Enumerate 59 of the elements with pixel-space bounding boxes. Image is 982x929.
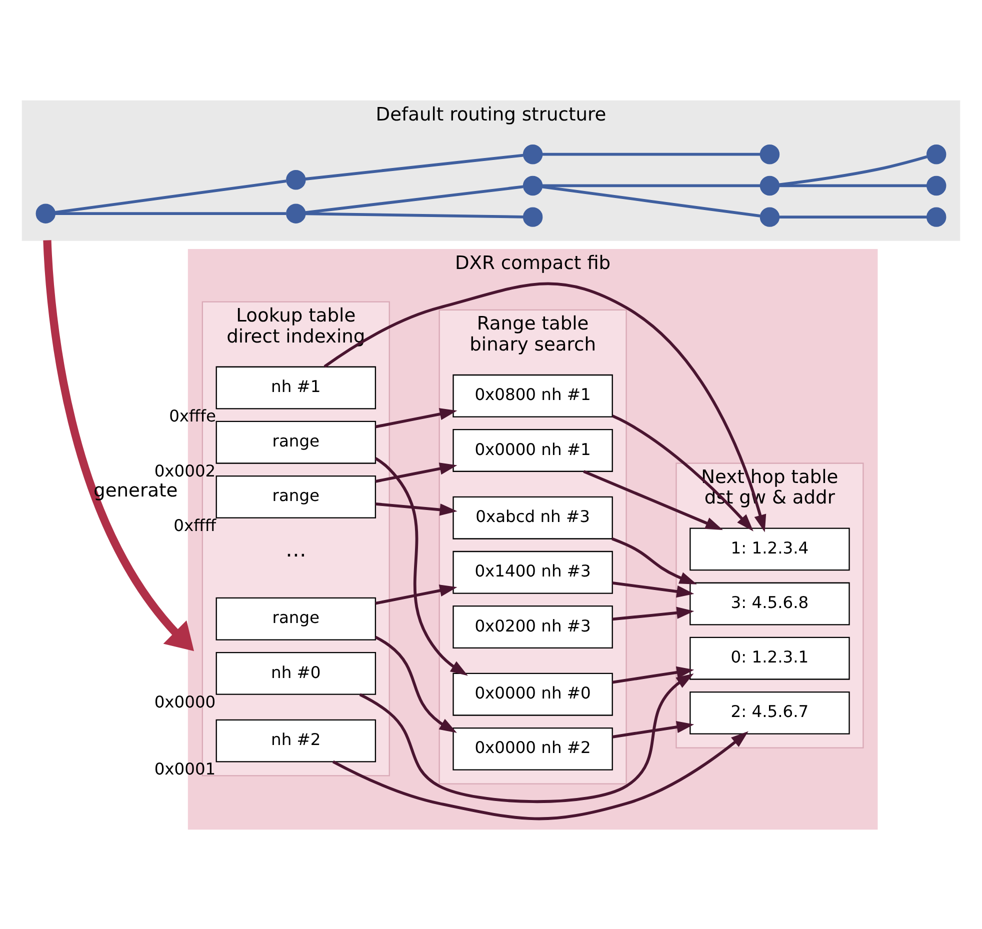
node-circle: [36, 203, 56, 223]
arrow: [43, 240, 194, 651]
arrow: [612, 580, 694, 598]
node-circle: [926, 206, 946, 226]
node-box: range: [216, 596, 376, 640]
node-circle: [926, 144, 946, 164]
connector: [779, 215, 928, 218]
node-box: 2: 4.5.6.7: [690, 690, 850, 734]
node-box: 1: 1.2.3.4: [690, 527, 850, 570]
arrow: [359, 672, 694, 803]
connector: [542, 152, 760, 156]
connector: [542, 184, 760, 217]
node-box: 0x1400 nh #3: [452, 550, 613, 594]
node-circle: [522, 206, 543, 226]
cluster: Default routing structure: [22, 100, 960, 240]
node-box: 0x0800 nh #1: [452, 374, 613, 417]
arrow: [612, 536, 697, 584]
arrow: [375, 502, 458, 516]
node-box: 0x0000 nh #0: [452, 672, 613, 716]
arrow: [324, 282, 766, 532]
node-circle: [760, 206, 780, 226]
arrow: [374, 635, 457, 732]
node-circle: [286, 170, 306, 190]
node-box: nh #0: [216, 651, 376, 694]
node-box: range: [216, 420, 376, 464]
node-circle: [760, 144, 780, 164]
arrow: [612, 414, 754, 531]
node-box: 0: 1.2.3.1: [690, 636, 850, 680]
arrow: [375, 584, 458, 604]
connector: [305, 153, 524, 180]
node-box: 0x0200 nh #3: [452, 605, 613, 648]
node-box: 0x0000 nh #1: [452, 428, 613, 472]
arrow: [612, 720, 694, 738]
label: …: [285, 537, 306, 562]
node-circle: [760, 175, 780, 196]
node-box: range: [216, 474, 376, 518]
arrow: [612, 606, 694, 620]
connector: [305, 184, 524, 214]
node-circle: [522, 175, 543, 196]
connector: [305, 212, 524, 218]
connector: [542, 184, 760, 187]
arrow: [375, 462, 458, 482]
node-circle: [522, 144, 543, 164]
connector: [55, 212, 286, 215]
arrow: [375, 408, 458, 428]
connector: [779, 154, 928, 186]
connector: [54, 179, 286, 214]
node-box: 3: 4.5.6.8: [690, 582, 850, 625]
arrow: [612, 666, 694, 684]
node-box: 0x0000 nh #2: [452, 726, 613, 770]
connector: [779, 184, 928, 187]
arrow: [374, 456, 468, 676]
node-box: 0xabcd nh #3: [452, 496, 613, 539]
node-circle: [286, 203, 306, 223]
node-circle: [926, 175, 946, 196]
arrow: [583, 470, 723, 530]
node-box: nh #2: [216, 718, 376, 762]
node-box: nh #1: [216, 366, 376, 409]
arrow: [332, 730, 748, 820]
